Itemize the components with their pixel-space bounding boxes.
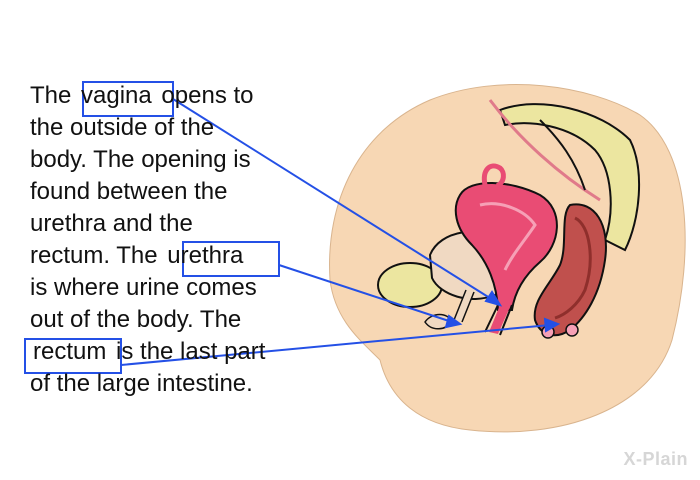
caption-line-8: out of the body. The [30,304,320,336]
x-plain-logo: X-Plain [623,449,688,470]
caption-line-10: of the large intestine. [30,368,320,400]
term-vagina: vagina [77,80,156,111]
caption-line-6: rectum. The urethra [30,240,320,272]
caption-line-4: found between the [30,176,320,208]
caption-line-2: the outside of the [30,112,320,144]
caption-text-part: The [30,82,78,109]
term-urethra: urethra [163,240,247,271]
caption-text: The vagina opens to the outside of the b… [30,80,320,400]
caption-text-part: is the last part [109,338,265,365]
caption-text-part: rectum. The [30,242,164,269]
caption-line-5: urethra and the [30,208,320,240]
caption-line-9: rectum is the last part [30,336,320,368]
caption-line-7: is where urine comes [30,272,320,304]
caption-line-1: The vagina opens to [30,80,320,112]
caption-text-part: opens to [155,82,254,109]
caption-line-3: body. The opening is [30,144,320,176]
term-rectum: rectum [29,336,110,367]
anal-sphincter [566,324,578,336]
